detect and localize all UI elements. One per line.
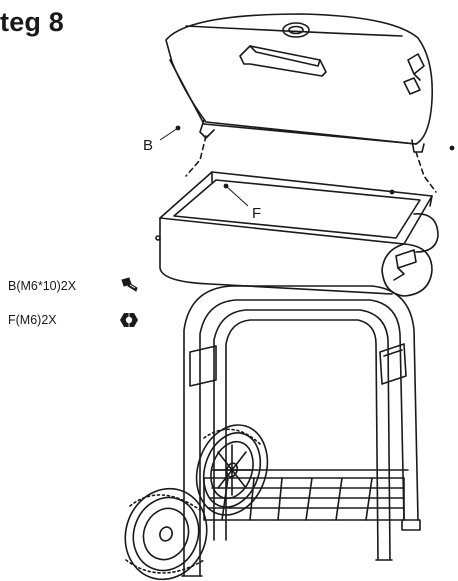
bolt-b-left [175,125,181,131]
bottom-shelf [203,469,409,521]
firebox [155,171,439,297]
part-row-bolt: B(M6*10)2X [8,276,158,298]
nut-f-left [223,183,229,189]
bolt-icon [121,277,138,292]
lid [165,13,434,153]
assembly-guides [185,135,437,193]
bolt-b-right [449,145,455,151]
nut-icon [120,313,138,327]
cart-frame [181,285,421,577]
callout-b-leader [159,127,179,141]
part-label-nut: F(M6)2X [8,313,57,327]
part-row-nut: F(M6)2X [8,310,158,332]
part-label-bolt: B(M6*10)2X [8,279,77,293]
callout-b-label: B [143,137,154,154]
callout-f-label: F [252,205,262,222]
nut-f-right [389,189,395,195]
front-wheel [124,487,208,581]
step-title: teg 8 [0,7,65,37]
callout-f-leader [225,185,249,207]
